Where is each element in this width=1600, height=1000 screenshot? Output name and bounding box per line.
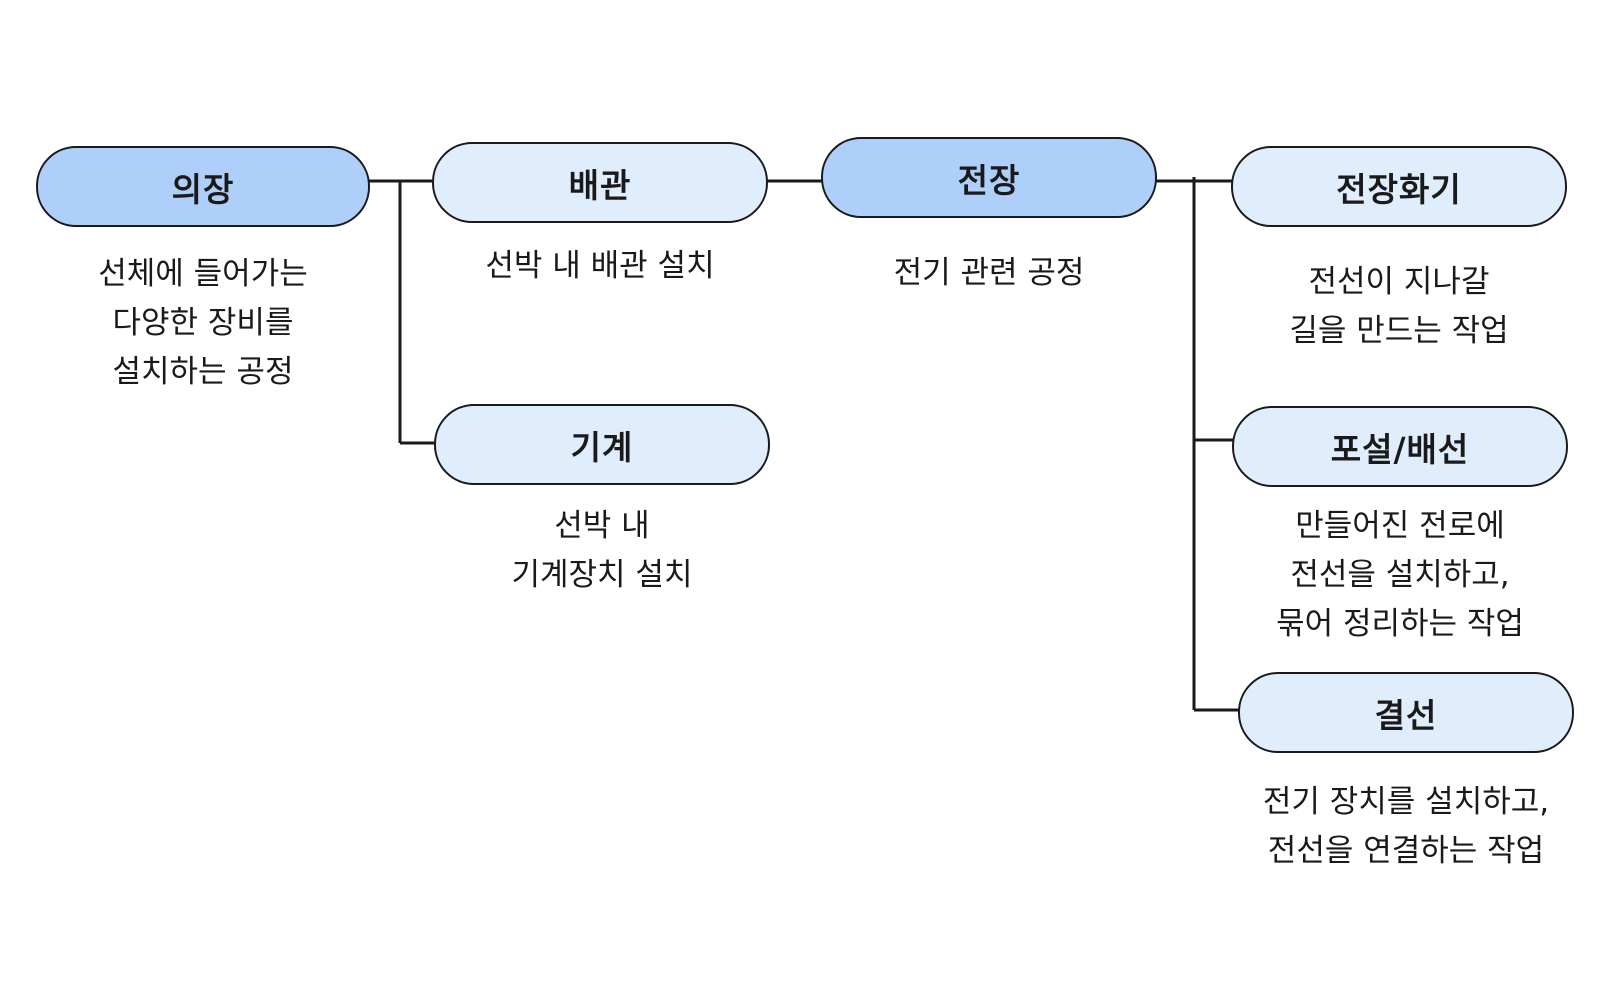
desc-uijang: 선체에 들어가는 다양한 장비를 설치하는 공정: [53, 250, 353, 397]
node-uijang: 의장: [36, 146, 370, 227]
desc-jeonjanghwagi: 전선이 지나갈 길을 만드는 작업: [1239, 258, 1559, 356]
node-poseol-baeseon: 포설/배선: [1232, 406, 1568, 487]
node-jeonjanghwagi: 전장화기: [1231, 146, 1567, 227]
desc-poseol-baeseon-line: 묶어 정리하는 작업: [1276, 606, 1524, 642]
desc-uijang-line: 설치하는 공정: [112, 354, 294, 390]
desc-poseol-baeseon-line: 전선을 설치하고,: [1290, 557, 1510, 593]
desc-jeonjang-line: 전기 관련 공정: [893, 255, 1085, 291]
desc-jeonjang: 전기 관련 공정: [829, 249, 1149, 298]
desc-poseol-baeseon: 만들어진 전로에 전선을 설치하고, 묶어 정리하는 작업: [1235, 502, 1565, 649]
node-jeonjang: 전장: [821, 137, 1157, 218]
node-gigye: 기계: [434, 404, 770, 485]
desc-jeonjanghwagi-line: 길을 만드는 작업: [1289, 313, 1509, 349]
desc-gyeolseon-line: 전선을 연결하는 작업: [1267, 833, 1545, 869]
desc-baegwan-line: 선박 내 배관 설치: [485, 248, 715, 284]
desc-gigye-line: 선박 내: [554, 508, 650, 544]
desc-poseol-baeseon-line: 만들어진 전로에: [1295, 508, 1505, 544]
node-baegwan: 배관: [432, 142, 768, 223]
node-gyeolseon: 결선: [1238, 672, 1574, 753]
desc-gigye: 선박 내 기계장치 설치: [442, 502, 762, 600]
desc-gigye-line: 기계장치 설치: [511, 557, 693, 593]
desc-gyeolseon-line: 전기 장치를 설치하고,: [1262, 784, 1550, 820]
desc-baegwan: 선박 내 배관 설치: [440, 242, 760, 291]
desc-gyeolseon: 전기 장치를 설치하고, 전선을 연결하는 작업: [1226, 778, 1586, 876]
desc-uijang-line: 선체에 들어가는: [98, 256, 308, 292]
desc-jeonjanghwagi-line: 전선이 지나갈: [1308, 264, 1490, 300]
desc-uijang-line: 다양한 장비를: [112, 305, 294, 341]
